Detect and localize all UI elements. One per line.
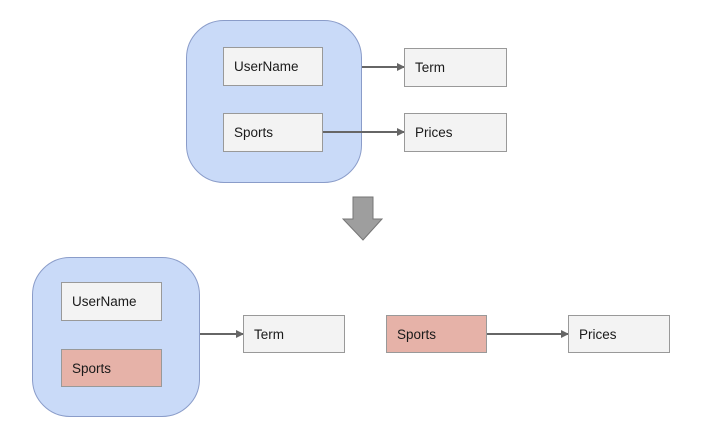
target-box-term-before: Term — [404, 48, 507, 87]
field-label-sports-before: Sports — [234, 125, 274, 140]
field-box-sports-before: Sports — [223, 113, 323, 152]
target-box-prices-before: Prices — [404, 113, 507, 152]
target-label-prices-before: Prices — [415, 125, 453, 140]
target-label-term-after: Term — [254, 326, 284, 342]
field-box-username-after: UserName — [61, 282, 162, 321]
field-label-sports-after: Sports — [72, 360, 112, 376]
arrow-sports-to-prices-after — [487, 330, 569, 338]
field-label-username-before: UserName — [234, 59, 299, 74]
target-label-prices-after: Prices — [579, 326, 617, 342]
target-box-prices-after: Prices — [568, 315, 670, 353]
target-box-term-after: Term — [243, 315, 345, 353]
arrow-sports-to-prices-before — [323, 128, 405, 136]
field-box-username-before: UserName — [223, 47, 323, 86]
field-box-sports-after-highlighted: Sports — [61, 349, 162, 387]
field-label-username-after: UserName — [72, 294, 137, 309]
extracted-label-sports: Sports — [397, 326, 437, 342]
arrowhead-icon — [397, 128, 405, 136]
arrow-container-to-term-after — [200, 330, 244, 338]
entity-container-after — [32, 257, 200, 417]
arrow-container-to-term-before — [362, 63, 405, 71]
arrowhead-icon — [397, 63, 405, 71]
arrowhead-icon — [561, 330, 569, 338]
extracted-box-sports: Sports — [386, 315, 487, 353]
down-arrow-icon — [342, 196, 383, 241]
target-label-term-before: Term — [415, 60, 445, 75]
arrowhead-icon — [236, 330, 244, 338]
